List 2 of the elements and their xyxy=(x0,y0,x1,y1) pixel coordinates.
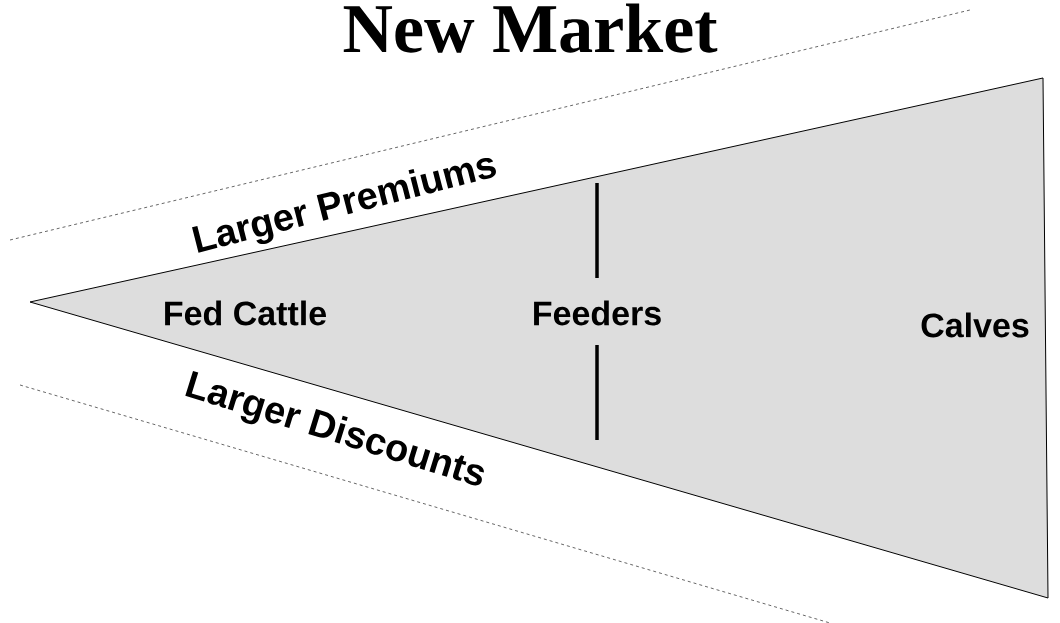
title: New Market xyxy=(343,3,718,53)
slanted-label: Larger Premiums xyxy=(192,157,496,253)
